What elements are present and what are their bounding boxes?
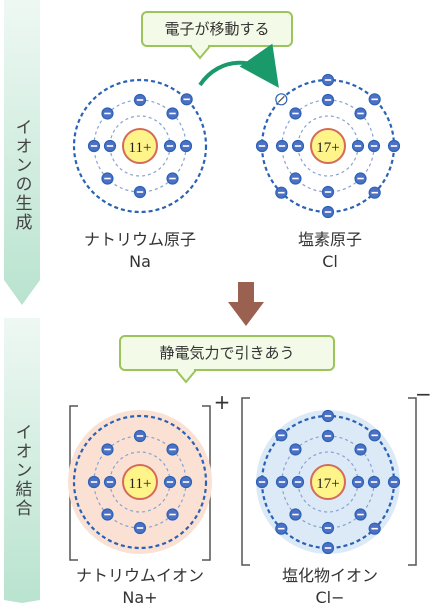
sodium-atom-valence-electron [180, 93, 193, 106]
chloride-ion-electron-shell3-1 [321, 409, 335, 423]
sodium-ion-electron-shell2-8 [101, 443, 114, 456]
sodium-ion-electron-shell1-2 [163, 475, 177, 489]
callout-electron-moves [141, 11, 293, 60]
chlorine-atom-symbol: Cl [322, 252, 338, 271]
chloride-ion-electron-shell3-7 [255, 475, 269, 489]
sodium-atom-electron-shell1-1 [103, 139, 117, 153]
sodium-atom-shell-3 [72, 78, 208, 214]
chlorine-atom-electron-shell3-2 [368, 93, 381, 106]
section-label-formation: イオンの生成 [11, 118, 32, 232]
sodium-ion-electron-shell2-4 [166, 508, 179, 521]
cl-ion-bracket-left [241, 397, 250, 566]
sodium-ion-electron-shell2-5 [133, 521, 147, 535]
sodium-atom-nucleus-label: 11+ [129, 140, 152, 156]
sodium-ion-electron-shell2-7 [87, 475, 101, 489]
sodium-ion-symbol: Na+ [122, 588, 158, 607]
chloride-ion-electron-shell1-2 [351, 475, 365, 489]
sodium-ion-electron-shell2-6 [101, 508, 114, 521]
section-bar-formation [4, 0, 40, 305]
chlorine-atom-electron-shell3-5 [321, 205, 335, 219]
chlorine-atom-electron-shell2-5 [321, 185, 335, 199]
down-arrow [228, 282, 264, 326]
chlorine-atom: 17+ [255, 73, 401, 219]
chloride-ion-electron-shell3-8 [275, 429, 288, 442]
callout-text-electrostatic: 静電気力で引きあう [159, 344, 295, 362]
sodium-atom-electron-shell2-8 [101, 107, 114, 120]
chloride-ion-electron-shell2-3 [367, 475, 381, 489]
chloride-ion-electron-shell2-7 [275, 475, 289, 489]
sodium-atom-electron-shell2-6 [101, 172, 114, 185]
sodium-atom: 11+ [72, 78, 208, 214]
sodium-atom-electron-shell2-5 [133, 185, 147, 199]
sodium-ion: 11+ [68, 410, 212, 554]
chlorine-atom-electron-shell3-1 [321, 73, 335, 87]
chlorine-atom-electron-shell1-1 [291, 139, 305, 153]
sodium-atom-electron-shell1-2 [163, 139, 177, 153]
chloride-ion-electron-shell3-6 [275, 522, 288, 535]
chlorine-atom-electron-shell2-1 [321, 93, 335, 107]
sodium-ion-electron-shell2-3 [179, 475, 193, 489]
chlorine-atom-vacancy [275, 93, 288, 106]
sodium-atom-nucleus: 11+ [122, 128, 158, 164]
callout-electrostatic [119, 335, 335, 384]
chlorine-atom-electron-shell2-4 [354, 172, 367, 185]
chlorine-atom-electron-shell2-7 [275, 139, 289, 153]
chlorine-atom-name: 塩素原子 [297, 230, 362, 249]
sodium-ion-name: ナトリウムイオン [75, 566, 204, 585]
chlorine-atom-electron-shell3-7 [255, 139, 269, 153]
electron-transfer-arrow [198, 43, 279, 88]
sodium-atom-electron-shell2-7 [87, 139, 101, 153]
sodium-ion-electron-shell1-1 [103, 475, 117, 489]
sodium-atom-symbol: Na [129, 252, 151, 271]
chloride-ion-symbol: Cl− [315, 588, 345, 607]
chloride-ion-electron-shell3-4 [368, 522, 381, 535]
sodium-atom-electron-shell2-3 [179, 139, 193, 153]
sodium-atom-electron-shell2-4 [166, 172, 179, 185]
chloride-ion-electron-shell1-1 [291, 475, 305, 489]
chloride-ion-nucleus-label: 17+ [316, 476, 339, 492]
cl-ion-bracket-right [408, 397, 417, 566]
sodium-atom-electron-shell2-2 [166, 107, 179, 120]
chlorine-atom-electron-shell2-6 [289, 172, 302, 185]
chloride-ion-nucleus: 17+ [310, 464, 346, 500]
chloride-ion-electron-shell2-8 [289, 443, 302, 456]
sodium-ion-electron-shell2-1 [133, 429, 147, 443]
chlorine-atom-electron-shell3-3 [387, 139, 401, 153]
chloride-ion: 17+ [255, 409, 401, 555]
chlorine-atom-electron-shell3-6 [275, 186, 288, 199]
chloride-ion-electron-shell3-3 [387, 475, 401, 489]
section-label-bonding: イオン結合 [11, 422, 32, 518]
chloride-ion-name: 塩化物イオン [281, 566, 378, 585]
section-bar-bonding [4, 318, 40, 603]
chloride-ion-electron-shell2-1 [321, 429, 335, 443]
chlorine-atom-electron-shell3-4 [368, 186, 381, 199]
chloride-ion-electron-shell2-6 [289, 508, 302, 521]
chlorine-atom-electron-shell2-2 [354, 107, 367, 120]
sodium-atom-name: ナトリウム原子 [83, 230, 196, 249]
sodium-ion-nucleus: 11+ [122, 464, 158, 500]
chloride-ion-electron-shell2-2 [354, 443, 367, 456]
chlorine-atom-nucleus-label: 17+ [316, 140, 339, 156]
chloride-ion-electron-shell2-4 [354, 508, 367, 521]
chloride-ion-electron-shell3-2 [368, 429, 381, 442]
sodium-ion-electron-shell2-2 [166, 443, 179, 456]
na-ion-charge: + [213, 390, 231, 414]
chlorine-atom-nucleus: 17+ [310, 128, 346, 164]
callout-text-electron-moves: 電子が移動する [164, 20, 270, 38]
sodium-ion-shell-3 [72, 414, 208, 550]
chlorine-atom-electron-shell2-3 [367, 139, 381, 153]
chloride-ion-electron-shell3-5 [321, 541, 335, 555]
sodium-atom-electron-shell2-1 [133, 93, 147, 107]
chlorine-atom-electron-shell1-2 [351, 139, 365, 153]
chloride-ion-electron-shell2-5 [321, 521, 335, 535]
sodium-ion-nucleus-label: 11+ [129, 476, 152, 492]
chlorine-atom-electron-shell2-8 [289, 107, 302, 120]
cl-ion-charge: − [415, 382, 430, 406]
